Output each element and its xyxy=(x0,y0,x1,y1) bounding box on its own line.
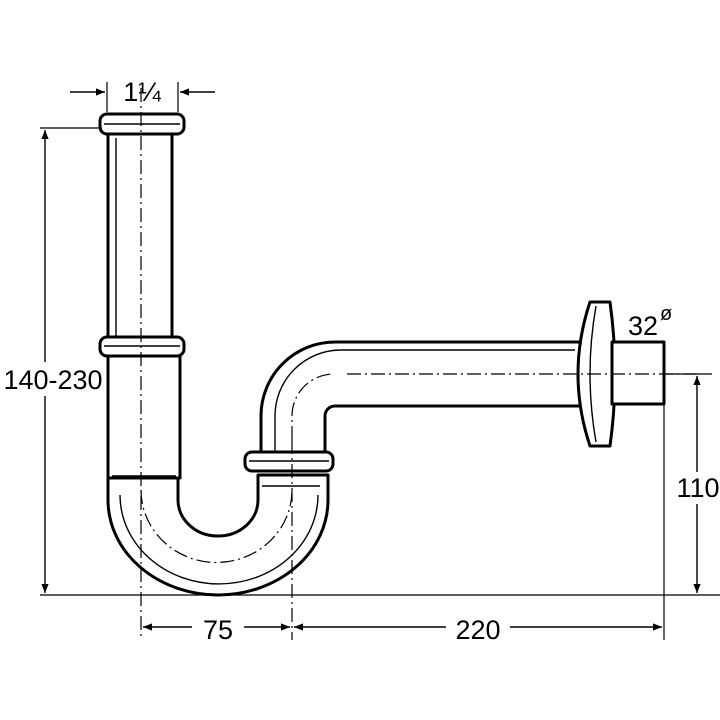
label-220-bg xyxy=(446,612,510,644)
trap-bend-centerline xyxy=(140,489,293,563)
diameter-symbol: ø xyxy=(660,303,672,325)
label-height-bg xyxy=(2,362,104,396)
dimension-height-label: 140-230 xyxy=(3,365,102,395)
dimension-110-label: 110 xyxy=(676,473,719,503)
trap-inner-line xyxy=(119,494,319,585)
dimension-outlet-diameter-label: 32 xyxy=(628,311,658,341)
lower-sleeve xyxy=(106,351,182,480)
outlet-bend-inner-line xyxy=(274,349,341,455)
dimension-75-label: 75 xyxy=(203,615,233,645)
outlet-stub xyxy=(610,340,666,406)
label-75-bg xyxy=(192,612,244,644)
label-110-bg xyxy=(676,472,720,504)
outlet-pipe xyxy=(259,340,582,462)
dimension-inlet-label: 1¼ xyxy=(123,77,161,107)
bend-centerline xyxy=(291,373,335,440)
trap-u-bend xyxy=(106,473,330,597)
upper-tube xyxy=(106,132,174,348)
dimension-220-label: 220 xyxy=(455,615,500,645)
